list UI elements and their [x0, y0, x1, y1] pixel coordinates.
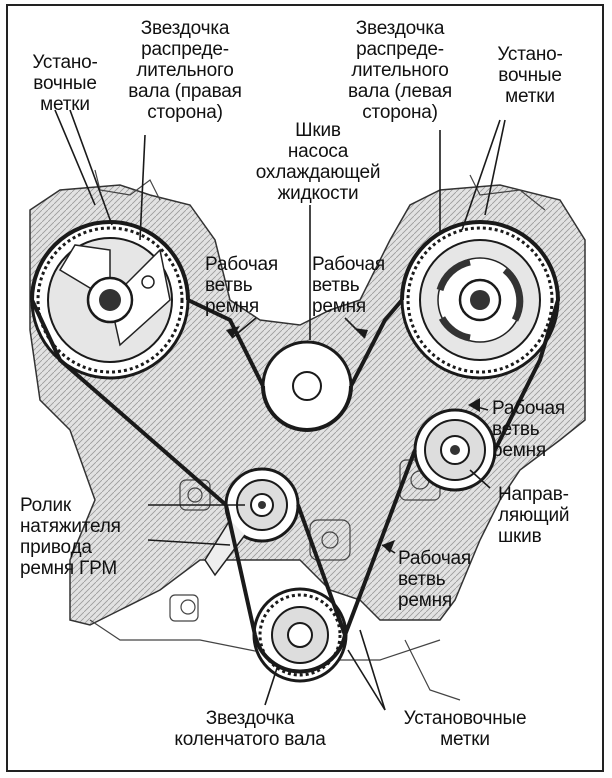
label-cam-sprocket-left-side: Звездочка распреде- лительного вала (лев… — [348, 18, 452, 123]
idler-pulley — [413, 408, 497, 492]
working-run-arrows — [226, 326, 480, 553]
label-crank-sprocket: Звездочка коленчатого вала — [174, 708, 326, 750]
timing-belt — [30, 220, 561, 674]
label-timing-marks-left: Устано- вочные метки — [32, 52, 98, 115]
label-working-run-2: Рабочая ветвь ремня — [312, 254, 385, 317]
label-working-run-3: Рабочая ветвь ремня — [492, 398, 565, 461]
cam-sprocket-left-side — [400, 220, 560, 380]
label-working-run-4: Рабочая ветвь ремня — [398, 548, 471, 611]
cam-sprocket-right-side — [30, 220, 190, 380]
engine-details — [89, 169, 546, 701]
label-working-run-1: Рабочая ветвь ремня — [205, 254, 278, 317]
label-tensioner-pulley: Ролик натяжителя привода ремня ГРМ — [20, 495, 121, 579]
label-timing-marks-right: Устано- вочные метки — [497, 44, 563, 107]
label-idler-pulley: Направ- ляющий шкив — [498, 484, 570, 547]
label-cam-sprocket-right-side: Звездочка распреде- лительного вала (пра… — [128, 18, 242, 123]
label-water-pump-pulley: Шкив насоса охлаждающей жидкости — [255, 120, 381, 204]
label-timing-marks-bottom: Установочные метки — [403, 708, 527, 750]
